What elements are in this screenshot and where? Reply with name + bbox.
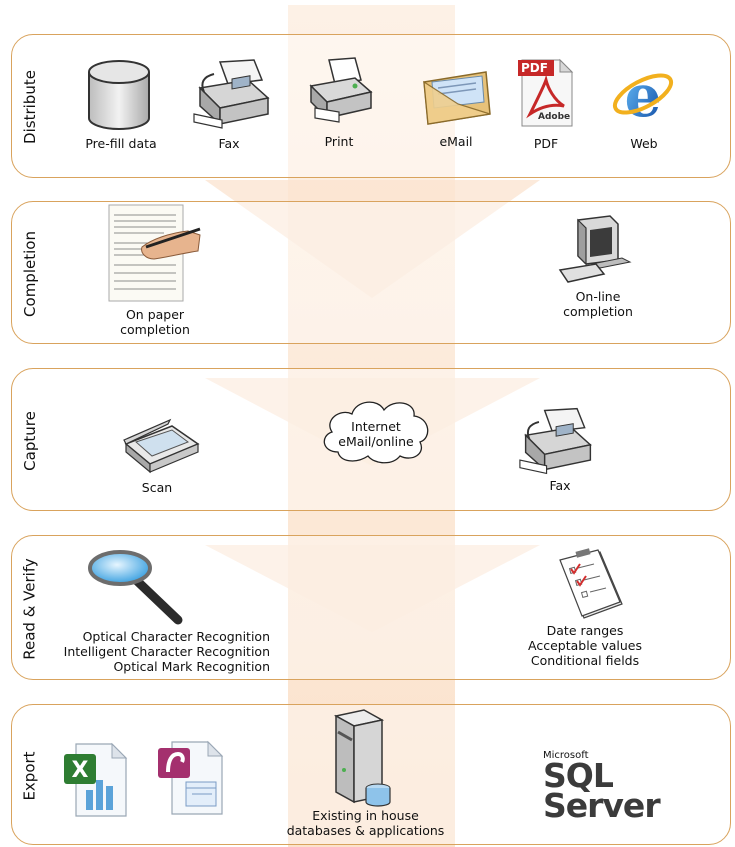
stage-label-export: Export bbox=[21, 750, 40, 801]
paper-completion-label: On paper completion bbox=[120, 307, 190, 337]
sql-server-text: SQL Server bbox=[543, 756, 661, 825]
svg-text:X: X bbox=[72, 758, 89, 783]
sql-server-logo: Microsoft SQL Server bbox=[543, 750, 735, 825]
email-label: eMail bbox=[439, 134, 473, 149]
conditional-fields-label: Conditional fields bbox=[530, 653, 640, 668]
checklist-icon bbox=[559, 548, 623, 619]
pdf-icon: PDF Adobe bbox=[518, 58, 574, 128]
flow-arrow-1 bbox=[205, 180, 540, 298]
internet-label: Internet bbox=[351, 419, 401, 434]
fax-label: Fax bbox=[218, 136, 240, 151]
computer-icon bbox=[558, 215, 632, 283]
prefill-label: Pre-fill data bbox=[85, 136, 157, 151]
paper-form-icon bbox=[108, 204, 201, 302]
cloud-node: Internet eMail/online bbox=[316, 392, 436, 466]
database-icon bbox=[88, 60, 150, 130]
stage-label-distribute: Distribute bbox=[21, 70, 40, 144]
web-label: Web bbox=[630, 136, 658, 151]
online-completion-label: On-line completion bbox=[563, 289, 633, 319]
icr-label: Intelligent Character Recognition bbox=[63, 644, 270, 659]
cloud-icon bbox=[323, 401, 429, 464]
date-ranges-label: Date ranges bbox=[546, 623, 624, 638]
printer-icon bbox=[309, 57, 373, 123]
databases-label: Existing in house databases & applicatio… bbox=[286, 808, 445, 838]
omr-label: Optical Mark Recognition bbox=[113, 659, 270, 674]
web-browser-icon: e bbox=[612, 62, 674, 126]
email-icon bbox=[423, 71, 491, 125]
stage-label-read-verify: Read & Verify bbox=[21, 557, 40, 660]
scan-label: Scan bbox=[141, 480, 173, 495]
fax-capture-icon bbox=[519, 407, 592, 475]
adobe-text: Adobe bbox=[538, 112, 571, 122]
pdf-badge-text: PDF bbox=[521, 61, 548, 75]
ocr-label: Optical Character Recognition bbox=[82, 629, 270, 644]
magnifier-icon bbox=[88, 550, 183, 625]
sql-microsoft-text: Microsoft bbox=[543, 750, 589, 761]
scanner-icon bbox=[123, 418, 200, 474]
pdf-label: PDF bbox=[533, 136, 559, 151]
acceptable-values-label: Acceptable values bbox=[528, 638, 642, 653]
access-icon bbox=[158, 740, 224, 815]
svg-text:e: e bbox=[625, 62, 662, 126]
recognition-list: Optical Character Recognition Intelligen… bbox=[40, 629, 270, 674]
capture-fax-label: Fax bbox=[549, 478, 571, 493]
stage-label-capture: Capture bbox=[21, 410, 39, 471]
flow-arrow-3 bbox=[205, 545, 540, 632]
excel-icon: X bbox=[64, 742, 128, 817]
print-label: Print bbox=[324, 134, 354, 149]
stage-label-completion: Completion bbox=[21, 230, 40, 317]
fax-icon bbox=[193, 59, 270, 129]
validation-list: Date ranges Acceptable values Conditiona… bbox=[515, 623, 655, 668]
email-online-label: eMail/online bbox=[338, 434, 414, 449]
server-icon bbox=[333, 709, 391, 807]
